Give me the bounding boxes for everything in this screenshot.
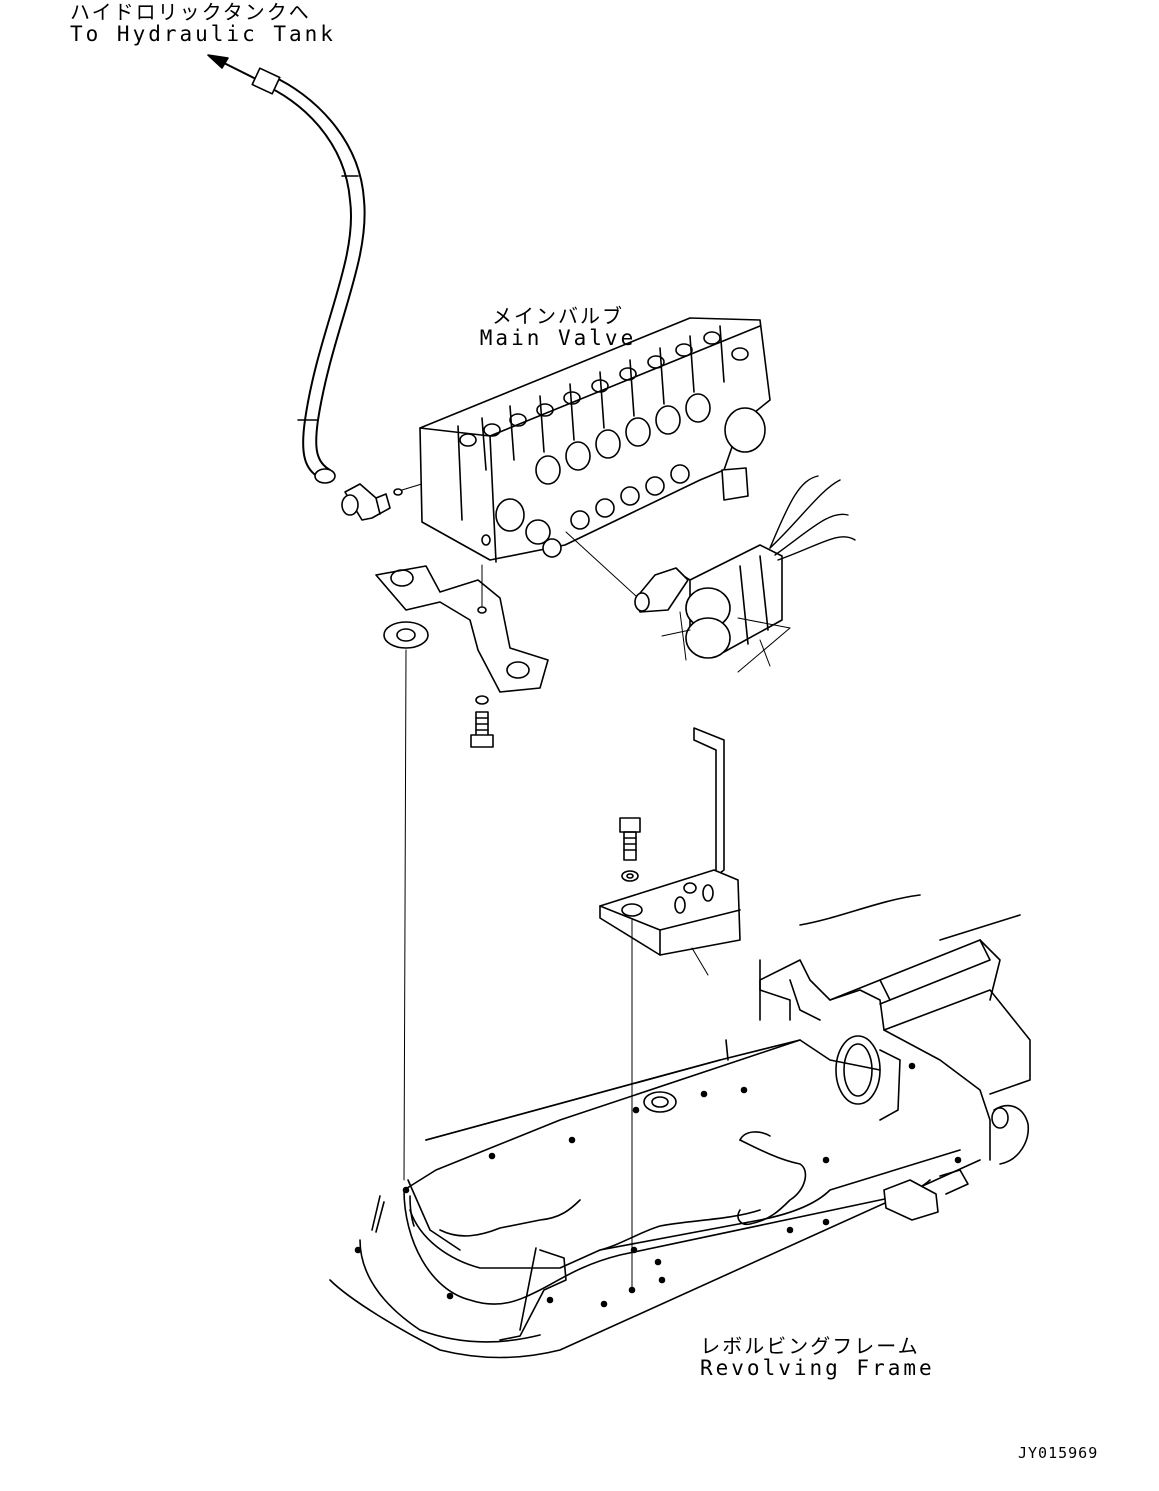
l-bracket	[600, 728, 740, 975]
hydraulic-tank-label-en: To Hydraulic Tank	[70, 22, 336, 46]
revolving-frame	[330, 895, 1030, 1358]
main-valve-label: メインバルブ Main Valve	[478, 304, 638, 350]
return-hose	[252, 68, 364, 483]
hydraulic-tank-label-jp: ハイドロリックタンクへ	[70, 0, 311, 24]
washer	[384, 622, 428, 648]
hydraulic-tank-label: ハイドロリックタンクへ To Hydraulic Tank	[70, 0, 336, 46]
l-bracket-bolt	[620, 818, 640, 881]
main-valve	[420, 318, 770, 562]
solenoid-assembly	[566, 476, 855, 672]
flow-arrow-icon	[208, 55, 258, 80]
revolving-frame-label-jp: レボルビングフレーム	[700, 1334, 920, 1358]
main-valve-label-en: Main Valve	[479, 326, 637, 350]
revolving-frame-label-en: Revolving Frame	[700, 1356, 935, 1380]
leader-lines	[404, 650, 632, 1290]
valve-bracket	[376, 565, 548, 692]
bracket-bolt	[471, 696, 493, 747]
revolving-frame-label: レボルビングフレーム Revolving Frame	[700, 1334, 935, 1380]
drawing-id: JY015969	[1018, 1444, 1099, 1462]
main-valve-label-jp: メインバルブ	[492, 304, 624, 328]
